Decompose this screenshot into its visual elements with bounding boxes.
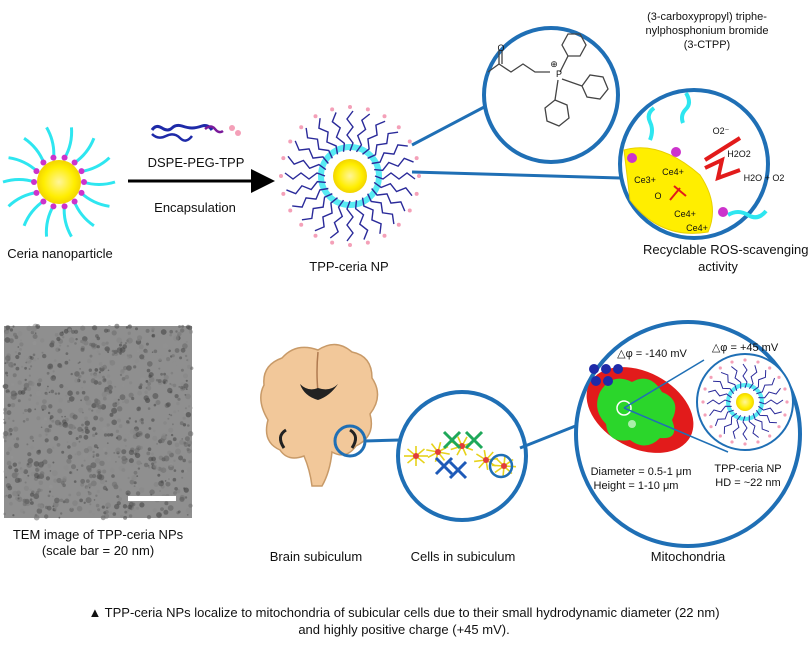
figure-caption: ▲ TPP-ceria NPs localize to mitochondria… bbox=[0, 604, 808, 638]
np-hydrodynamic-diameter: HD = ~22 nm bbox=[715, 477, 781, 489]
ctpp-name-line1: (3-carboxypropyl) triphe- bbox=[647, 11, 767, 23]
ros-activity-line2: activity bbox=[698, 259, 738, 274]
ce4-label: Ce4+ bbox=[674, 209, 696, 219]
mitochondria-label: Mitochondria bbox=[650, 549, 726, 564]
tem-image bbox=[2, 323, 194, 521]
superoxide-label: O2⁻ bbox=[712, 126, 730, 136]
tpp-ceria-np-icon bbox=[279, 105, 421, 247]
ros-products-label: H2O + O2 bbox=[743, 173, 785, 183]
ctpp-structure-circle bbox=[482, 26, 620, 164]
np-surface-potential: △φ = +45 mV bbox=[711, 342, 779, 354]
caption-line1: ▲ TPP-ceria NPs localize to mitochondria… bbox=[88, 605, 720, 620]
np-name-label: TPP-ceria NP bbox=[714, 463, 782, 475]
tem-caption-line1: TEM image of TPP-ceria NPs bbox=[12, 527, 184, 542]
ce4-label: Ce4+ bbox=[686, 223, 708, 233]
ros-activity-line1: Recyclable ROS-scavenging bbox=[643, 242, 808, 257]
dspe-peg-tpp-icon bbox=[150, 123, 241, 142]
brain-subiculum-icon bbox=[260, 343, 379, 487]
oxygen-atom-label: O bbox=[497, 43, 505, 53]
ros-scavenging-circle bbox=[618, 88, 770, 240]
ceria-nanoparticle-icon bbox=[2, 126, 116, 238]
process-label: Encapsulation bbox=[154, 200, 236, 215]
oxygen-label: O bbox=[654, 191, 662, 201]
brain-subiculum-label: Brain subiculum bbox=[269, 549, 363, 564]
zoom-line bbox=[519, 421, 584, 450]
mitochondria-circle bbox=[574, 320, 802, 548]
ceria-nanoparticle-label: Ceria nanoparticle bbox=[7, 246, 113, 261]
zoom-line bbox=[411, 103, 489, 147]
positive-charge-symbol: ⊕ bbox=[550, 59, 558, 69]
ctpp-abbrev: (3-CTPP) bbox=[683, 39, 731, 51]
mito-height: Height = 1-10 μm bbox=[593, 480, 679, 492]
ctpp-name-line2: nylphosphonium bromide bbox=[645, 25, 769, 37]
zoom-line bbox=[411, 170, 621, 180]
cells-in-subiculum-circle bbox=[396, 390, 528, 522]
mito-diameter: Diameter = 0.5-1 μm bbox=[590, 466, 692, 478]
cells-in-subiculum-label: Cells in subiculum bbox=[410, 549, 516, 564]
caption-line2: and highly positive charge (+45 mV). bbox=[298, 622, 510, 637]
reagent-label: DSPE-PEG-TPP bbox=[147, 155, 245, 170]
hydrogen-peroxide-label: H2O2 bbox=[727, 149, 751, 159]
ce3-label: Ce3+ bbox=[634, 175, 656, 185]
product-label: TPP-ceria NP bbox=[309, 259, 389, 274]
mito-membrane-potential: △φ = -140 mV bbox=[617, 348, 687, 360]
phosphorus-atom-label: P bbox=[555, 69, 562, 79]
ce4-label: Ce4+ bbox=[662, 167, 684, 177]
zoom-line bbox=[364, 438, 401, 443]
tem-caption-line2: (scale bar = 20 nm) bbox=[41, 543, 155, 558]
